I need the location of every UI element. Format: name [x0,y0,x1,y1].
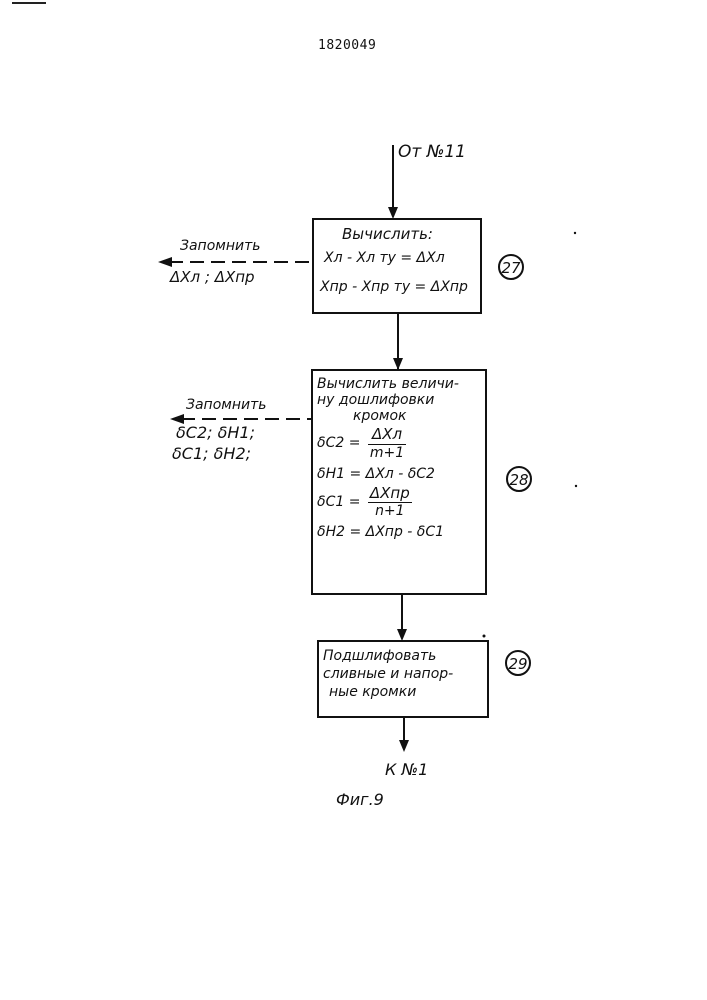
block-27-number: 27 [499,258,523,277]
block-27-formula-2: Xпр - Xпр ту = ΔXпр [318,279,478,295]
entry-label: От №11 [398,142,466,162]
block-29-line-1: Подшлифовать [323,647,485,665]
block-29-text: Подшлифовать сливные и напор- ные кромки [323,647,485,702]
block-28-memo-title: Запомнить [186,397,267,413]
block-28-memo-line-1: δC2; δH1; [176,423,255,442]
arrowhead-27-28 [393,358,403,370]
exit-label: К №1 [385,760,428,779]
block-28-title-3: кромок [317,408,483,424]
block-28-formula-3: δC1 = ΔXпрn+1 [317,485,483,519]
block-28-memo-line-2: δC1; δH2; [172,444,251,463]
f1-numerator: ΔXл [368,426,406,444]
block-29-line-2: сливные и напор- [323,665,485,683]
exit-arrowhead [399,740,409,752]
block-28-title-2: ну дошлифовки [317,392,483,408]
block-27-text: Вычислить: Xл - Xл ту = ΔXл Xпр - Xпр ту… [318,226,478,295]
block-29-number: 29 [506,654,530,673]
f1-denominator: m+1 [368,445,406,461]
block-28-text: Вычислить величи- ну дошлифовки кромок δ… [317,376,483,540]
arrowhead-28-29 [397,629,407,641]
block-27-formula-1: Xл - Xл ту = ΔXл [318,250,478,266]
f3-numerator: ΔXпр [368,485,412,503]
block-28-formula-4: δH2 = ΔXпр - δC1 [317,524,483,540]
block-29-line-3: ные кромки [323,683,485,701]
block-28-formula-2: δH1 = ΔXл - δC2 [317,466,483,482]
block-28-number: 28 [507,470,531,489]
block-28-formula-1: δC2 = ΔXлm+1 [317,426,483,460]
f3-denominator: n+1 [368,503,412,519]
memo-27-arrowhead [158,257,172,267]
entry-arrowhead [388,207,398,219]
block-27-title: Вычислить: [318,226,478,243]
figure-caption: Фиг.9 [336,790,384,809]
block-27-memo-title: Запомнить [180,238,261,254]
block-27-memo-values: ΔXл ; ΔXпр [170,268,255,286]
block-28-title-1: Вычислить величи- [317,376,483,392]
